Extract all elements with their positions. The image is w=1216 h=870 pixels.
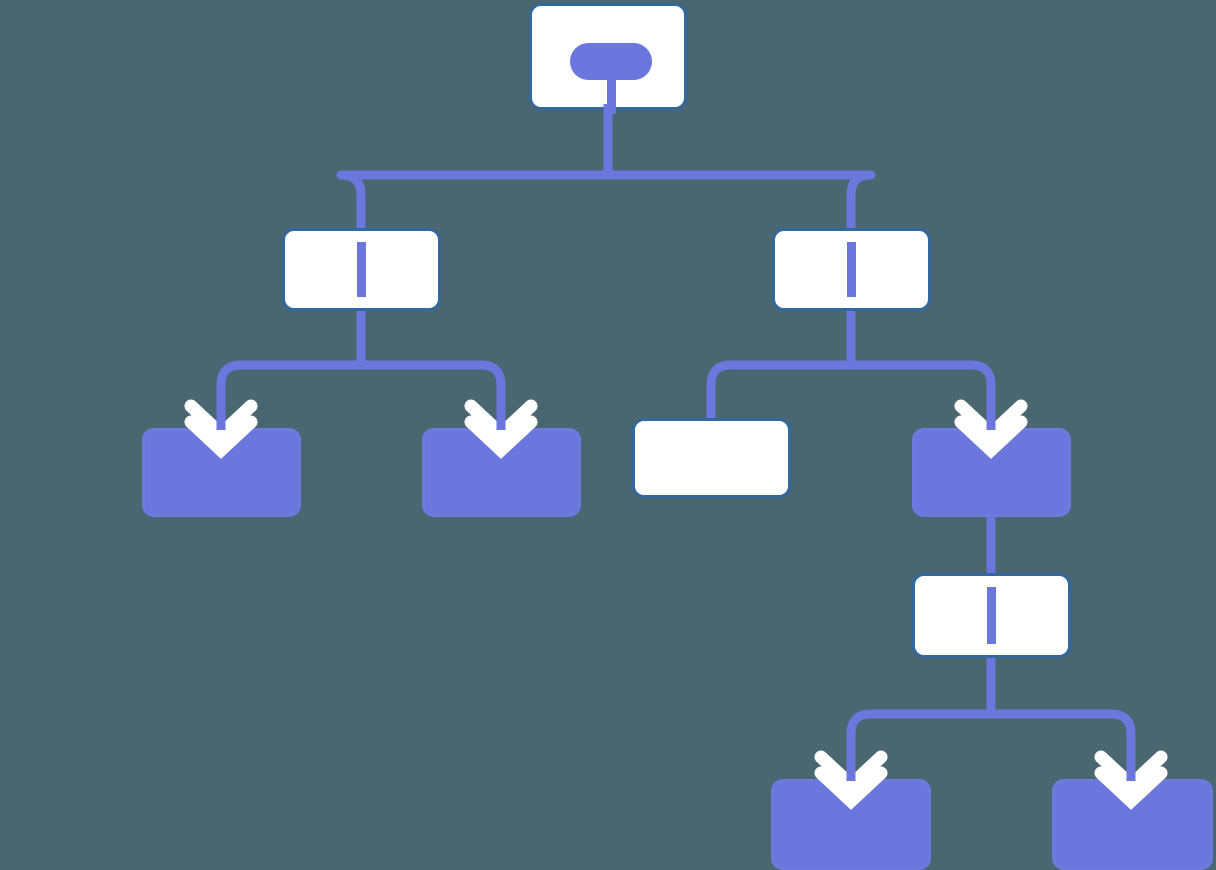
tree-node-n7[interactable]: [912, 428, 1071, 517]
root-node-stem: [607, 80, 616, 114]
root-node-pill-badge: [570, 43, 652, 80]
tree-node-n6[interactable]: [632, 418, 791, 498]
tree-node-n4[interactable]: [142, 428, 301, 517]
tree-node-n2[interactable]: [282, 228, 441, 311]
tree-node-n9[interactable]: [771, 779, 931, 870]
tree-node-n5[interactable]: [422, 428, 581, 517]
tree-node-n10[interactable]: [1052, 779, 1213, 870]
tree-node-n1[interactable]: [529, 3, 687, 114]
tree-node-n3[interactable]: [772, 228, 931, 311]
tree-node-n8[interactable]: [912, 573, 1071, 658]
